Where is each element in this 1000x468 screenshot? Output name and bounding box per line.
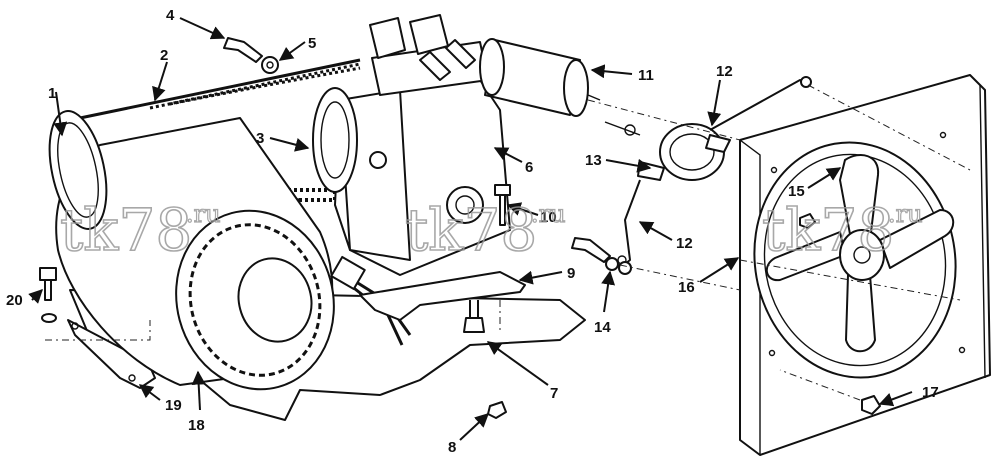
washer-14b xyxy=(618,261,632,275)
service-valve-right xyxy=(409,14,449,55)
callout-3: 3 xyxy=(256,130,264,147)
bolt-13-14 xyxy=(571,237,611,263)
bolt-7 xyxy=(463,300,485,333)
bolt-4 xyxy=(223,37,263,63)
svg-text:tk78: tk78 xyxy=(405,196,537,264)
callout-17: 17 xyxy=(922,384,939,401)
nut-15 xyxy=(799,213,816,229)
svg-text:.ru: .ru xyxy=(186,200,221,228)
watermark-center: tk78 .ru xyxy=(404,195,566,265)
callout-19: 19 xyxy=(165,397,182,414)
fan-blade-bottom xyxy=(845,269,876,353)
compressor-pulley xyxy=(312,87,358,193)
callout-7: 7 xyxy=(550,385,558,402)
washer-14a xyxy=(605,257,619,271)
compressor-bracket xyxy=(359,271,526,321)
support-rod-lower xyxy=(619,179,641,269)
callout-12-top: 12 xyxy=(716,63,733,80)
service-valve-left xyxy=(369,17,406,59)
callout-4: 4 xyxy=(166,7,175,24)
washer-5 xyxy=(261,56,279,74)
callout-1: 1 xyxy=(48,85,56,102)
callout-15: 15 xyxy=(788,183,805,200)
support-rod-upper xyxy=(709,79,809,131)
svg-text:tk78: tk78 xyxy=(60,196,192,264)
svg-text:.ru: .ru xyxy=(888,200,923,228)
callout-20: 20 xyxy=(6,292,23,309)
nut-8 xyxy=(487,401,507,419)
callout-10: 10 xyxy=(540,209,557,226)
motor-pulley xyxy=(48,110,108,230)
nut-17 xyxy=(861,395,881,415)
fan-blade-left xyxy=(765,231,846,282)
callout-14: 14 xyxy=(594,319,611,336)
fan-hub xyxy=(839,229,885,281)
callout-18: 18 xyxy=(188,417,205,434)
callout-2: 2 xyxy=(160,47,168,64)
svg-text:.ru: .ru xyxy=(531,200,566,228)
watermark-right: tk78 .ru xyxy=(761,195,923,265)
washer-20 xyxy=(41,313,57,323)
callout-8: 8 xyxy=(448,439,456,456)
callout-5: 5 xyxy=(308,35,316,52)
watermark-left: tk78 .ru xyxy=(59,195,221,265)
svg-text:tk78: tk78 xyxy=(762,196,894,264)
callout-11: 11 xyxy=(638,67,654,84)
bolt-20 xyxy=(39,267,57,301)
callout-12-bottom: 12 xyxy=(676,235,693,252)
bolt-10 xyxy=(494,184,511,226)
fan-blade-right xyxy=(879,209,955,269)
callout-13: 13 xyxy=(585,152,602,169)
callout-16: 16 xyxy=(678,279,695,296)
callout-9: 9 xyxy=(567,265,575,282)
callout-6: 6 xyxy=(525,159,533,176)
